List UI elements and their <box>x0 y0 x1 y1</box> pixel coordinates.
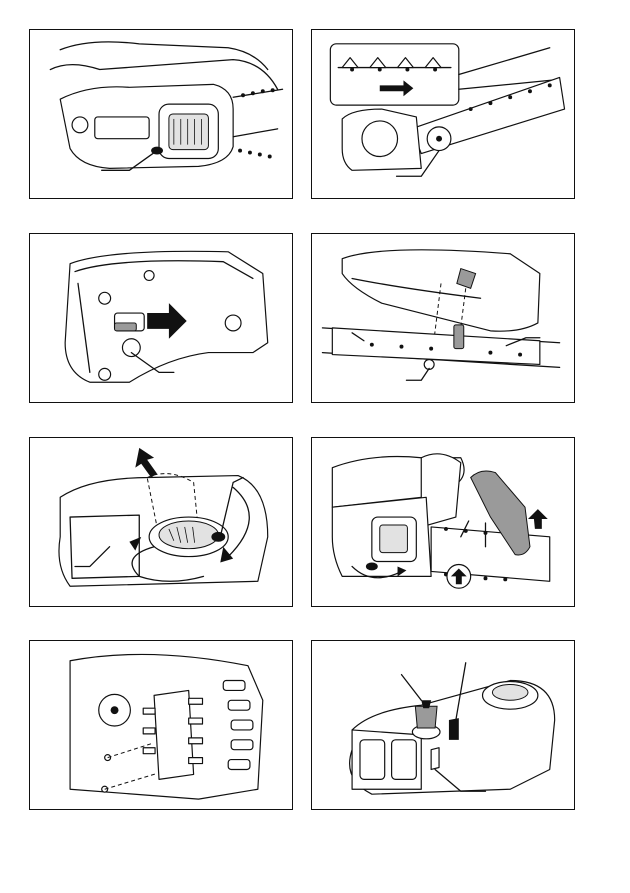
figure-6-chain-tension-check <box>311 437 575 607</box>
sprocket-cover-inner-illustration <box>30 234 292 402</box>
figure-1-sprocket-cover <box>29 29 293 199</box>
chain-tension-check-illustration <box>312 438 574 606</box>
figure-3-cover-inner <box>29 233 293 403</box>
knob-tightening-illustration <box>30 438 292 606</box>
figure-8-oil-tank-cap <box>311 640 575 810</box>
figure-2-chain-direction <box>311 29 575 199</box>
oil-tank-cap-illustration <box>312 641 574 809</box>
chainsaw-sprocket-cover-illustration <box>30 30 292 198</box>
chain-direction-illustration <box>312 30 574 198</box>
chain-cover-guard-illustration <box>30 641 292 809</box>
cover-alignment-illustration <box>312 234 574 402</box>
figure-5-knob-tightening <box>29 437 293 607</box>
figure-7-chain-guard <box>29 640 293 810</box>
figure-4-cover-alignment <box>311 233 575 403</box>
